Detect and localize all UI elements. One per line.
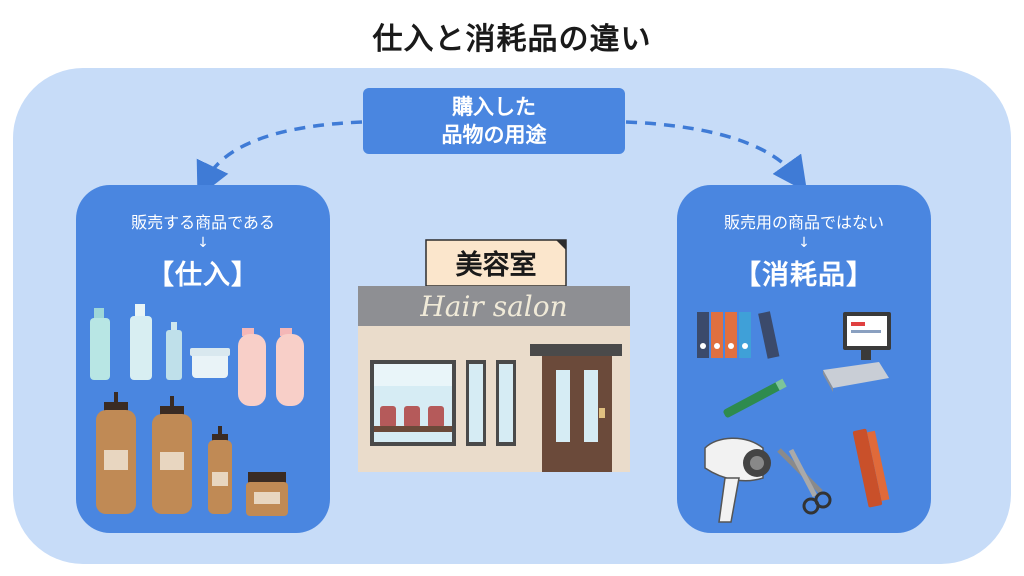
- purchase-name: 【仕入】: [147, 260, 259, 291]
- pink-pump-bottles-icon: [238, 328, 304, 406]
- usage-label-line2: 品物の用途: [441, 123, 547, 147]
- purchase-down-arrow: ↓: [197, 235, 209, 251]
- supplies-subtitle: 販売用の商品ではない: [723, 213, 884, 232]
- hair-dryer-icon: [704, 437, 771, 523]
- supplies-down-arrow: ↓: [798, 235, 810, 251]
- salon-shop-illustration: 美容室 Hair salon: [358, 239, 630, 472]
- comb-icon: [852, 428, 890, 508]
- awning-text: Hair salon: [419, 290, 567, 323]
- computer-icon: [823, 312, 891, 392]
- shop-window: [370, 360, 456, 446]
- usage-label-line1: 購入した: [452, 95, 536, 119]
- clear-bottles-icon: [90, 304, 182, 380]
- consumables-illustration: [697, 311, 891, 523]
- diagram-title: 仕入と消耗品の違い: [372, 22, 652, 57]
- supplies-name: 【消耗品】: [734, 260, 874, 291]
- pen-icon: [723, 378, 787, 418]
- cream-jar-icon: [190, 348, 230, 378]
- door-canopy: [530, 344, 622, 356]
- hair-products-illustration: [90, 304, 304, 516]
- shop-sign: 美容室: [456, 249, 537, 281]
- brown-pump-bottles-icon: [96, 392, 288, 516]
- purchase-subtitle: 販売する商品である: [131, 213, 275, 232]
- binders-icon: [697, 311, 780, 359]
- usage-label: 購入した 品物の用途: [363, 88, 625, 154]
- scissors-icon: [777, 448, 832, 515]
